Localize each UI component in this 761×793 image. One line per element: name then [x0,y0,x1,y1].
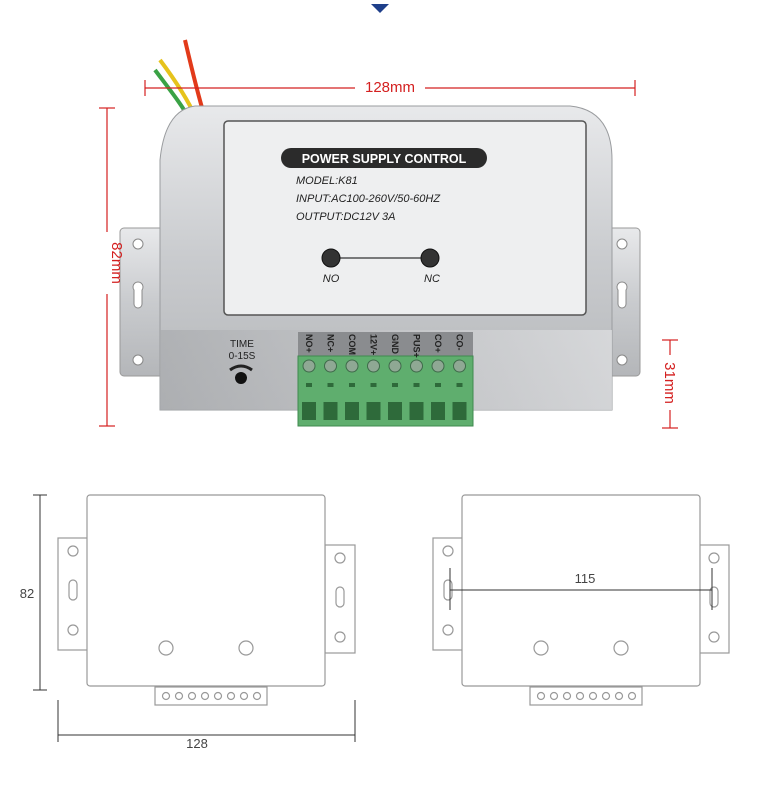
terminal-screw[interactable] [431,359,445,373]
terminal-hole [213,691,223,701]
hole-spacing-label: 115 [575,571,596,586]
no-label: NO [323,273,340,285]
adjust-arrow-icon [229,364,253,372]
terminal-hole [252,691,262,701]
terminal-screw[interactable] [324,359,337,373]
no-indicator-led [321,248,341,268]
terminal-hole [627,691,637,701]
terminal: CO+ [431,334,445,420]
terminal: NC+ [323,334,338,420]
terminal: PUS+ [409,334,424,420]
terminal: 12V+ [366,334,381,420]
terminal-label: 12V+ [369,334,379,355]
time-adjust-knob[interactable] [235,372,247,384]
height-label: 82mm [108,242,125,284]
terminal-hole [226,691,236,701]
front-height-label: 82 [20,586,34,601]
terminal-screw[interactable] [302,359,316,373]
nc-indicator-led [420,248,440,268]
terminal-label: GND [390,334,400,355]
terminal-hole [239,691,249,701]
terminal-hole [200,691,210,701]
terminal-hole [536,691,546,701]
terminal-hole [588,691,598,701]
terminal-block: NO+ NC+ COM 12V+ GND PUS+ CO+ CO- [297,332,474,427]
terminal-hole [549,691,559,701]
terminal: NO+ [302,334,316,420]
terminal-label: CO- [455,334,465,351]
terminal-label: CO+ [433,334,443,353]
chevron-down-icon [371,4,389,13]
output-text: OUTPUT:DC12V 3A [296,211,395,223]
front-view-drawing [57,494,356,706]
terminal: CO- [452,334,467,420]
hole-spacing-drawing [432,494,730,706]
terminal-label: NC+ [326,334,336,352]
terminal-hole [601,691,611,701]
front-width-label: 128 [186,736,208,751]
time-range-label: 0-15S [229,351,256,362]
terminal-label: NO+ [304,334,314,353]
terminal-hole [614,691,624,701]
terminal-screw[interactable] [388,359,402,373]
terminal-hole [562,691,572,701]
nc-label: NC [424,273,440,285]
depth-label: 31mm [661,362,678,404]
terminal: GND [388,334,402,420]
terminal-hole [187,691,197,701]
terminal-screw[interactable] [453,359,466,373]
model-text: MODEL:K81 [296,175,358,187]
width-label: 128mm [365,79,415,96]
terminal-hole [161,691,171,701]
label-plate: POWER SUPPLY CONTROL MODEL:K81 INPUT:AC1… [223,120,587,316]
input-text: INPUT:AC100-260V/50-60HZ [296,193,441,205]
time-label: TIME [230,339,254,350]
device-title: POWER SUPPLY CONTROL [302,152,467,166]
terminal-screw[interactable] [367,359,380,373]
terminal-screw[interactable] [345,359,359,373]
terminal-hole [575,691,585,701]
terminal-hole [174,691,184,701]
terminal-screw[interactable] [410,359,423,373]
terminal: COM [345,334,359,420]
terminal-label: COM [347,334,357,355]
terminal-label: PUS+ [412,334,422,358]
